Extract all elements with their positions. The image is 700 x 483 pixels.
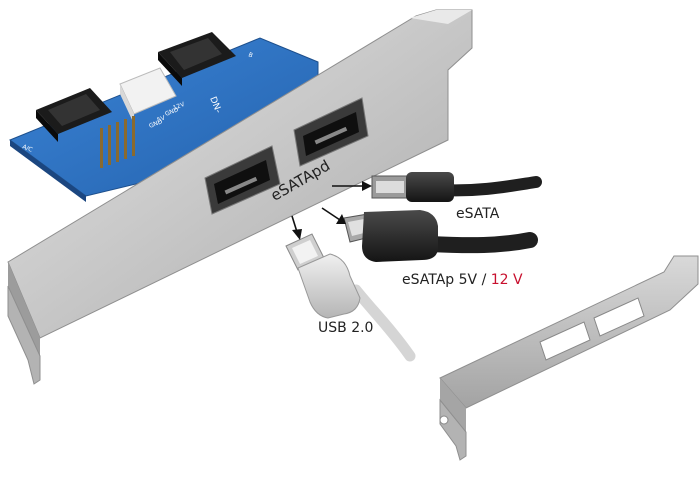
port-left-label: A/C <box>21 143 33 153</box>
full-profile-bracket <box>7 9 473 385</box>
esatap-label: eSATAp 5V / 12 V <box>402 272 523 288</box>
usb-cable <box>285 233 416 362</box>
esatap-cable <box>343 210 538 262</box>
esatap-label-text: eSATAp 5V / <box>402 272 491 288</box>
esata-cable <box>371 172 542 202</box>
arrows <box>291 181 372 240</box>
port-right-label: B <box>247 51 253 59</box>
silk-label: 5V <box>156 114 167 124</box>
silk-label: GND <box>148 118 164 130</box>
usb-label: USB 2.0 <box>318 320 374 336</box>
silk-label: GND <box>164 106 180 118</box>
low-profile-bracket <box>439 255 699 461</box>
silk-label: 12V <box>172 101 186 112</box>
esatap-voltage: 12 V <box>490 272 523 288</box>
esata-label: eSATA <box>456 206 500 222</box>
esata-port <box>204 145 281 215</box>
esata-port <box>293 97 369 167</box>
